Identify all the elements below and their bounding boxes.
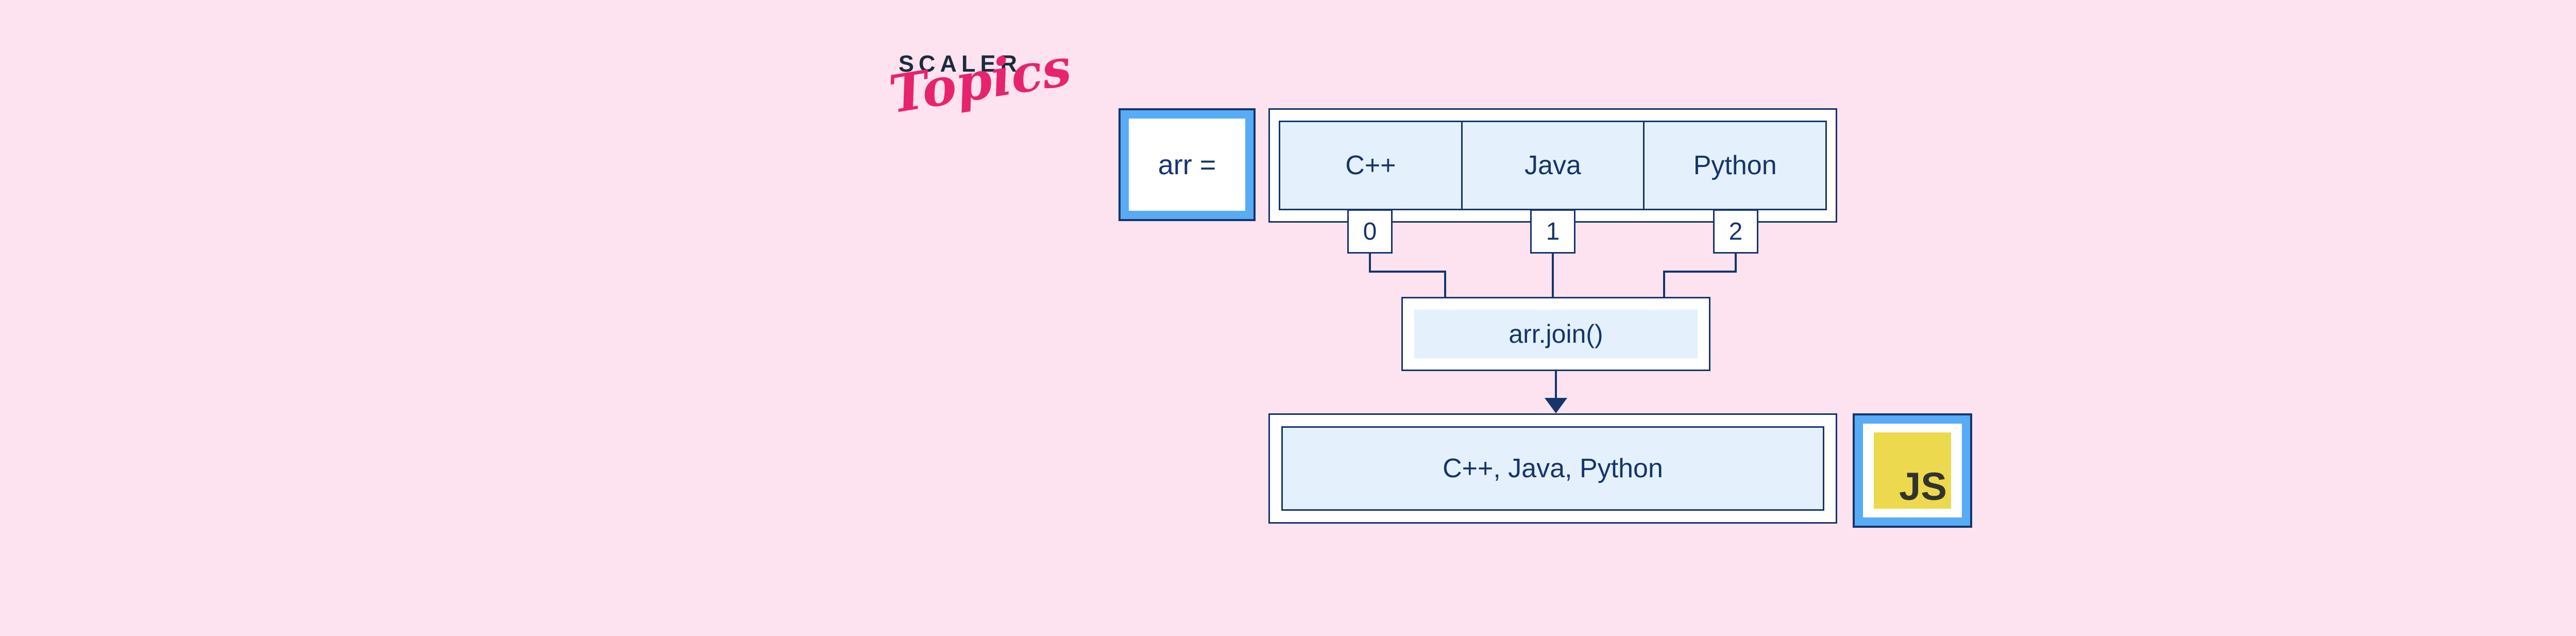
arrow-head [1545, 398, 1567, 413]
array-cell: C++ [1279, 121, 1463, 210]
scaler-topics-logo: SCALER Topics [885, 37, 1075, 166]
js-badge-inner: JS [1863, 424, 1962, 517]
js-badge: JS [1853, 413, 1972, 528]
result-box-inner: C++, Java, Python [1281, 426, 1824, 511]
connector-segment [1552, 253, 1554, 298]
method-label: arr.join() [1509, 320, 1603, 348]
array-cell: Python [1643, 121, 1827, 210]
variable-label-inner: arr = [1129, 119, 1245, 211]
index-box: 0 [1347, 209, 1393, 254]
arrow-shaft [1555, 371, 1557, 401]
array-cell-label: Python [1693, 150, 1777, 180]
js-logo-icon: JS [1874, 432, 1951, 509]
logo-sub-text: Topics [885, 36, 1075, 125]
array-cells-row: C++ Java Python [1279, 121, 1827, 210]
connector-segment [1663, 271, 1737, 273]
connector-segment [1444, 271, 1446, 298]
index-label: 2 [1728, 217, 1743, 245]
array-cell-label: C++ [1345, 150, 1396, 180]
method-box-inner: arr.join() [1414, 310, 1698, 358]
index-label: 1 [1546, 217, 1560, 245]
index-box: 2 [1713, 209, 1758, 254]
variable-label: arr = [1158, 149, 1216, 180]
array-cell: Java [1461, 121, 1645, 210]
index-label: 0 [1363, 217, 1377, 245]
method-box: arr.join() [1401, 297, 1710, 371]
connector-segment [1369, 271, 1446, 273]
connector-segment [1369, 253, 1371, 273]
index-box: 1 [1530, 209, 1575, 254]
logo-brand-text: SCALER [899, 51, 1022, 77]
array-cell-label: Java [1524, 150, 1581, 180]
result-box: C++, Java, Python [1268, 413, 1837, 524]
variable-label-box: arr = [1118, 108, 1256, 221]
js-logo-label: JS [1899, 465, 1947, 509]
connector-segment [1735, 253, 1737, 273]
result-label: C++, Java, Python [1443, 454, 1663, 483]
connector-segment [1663, 271, 1665, 298]
